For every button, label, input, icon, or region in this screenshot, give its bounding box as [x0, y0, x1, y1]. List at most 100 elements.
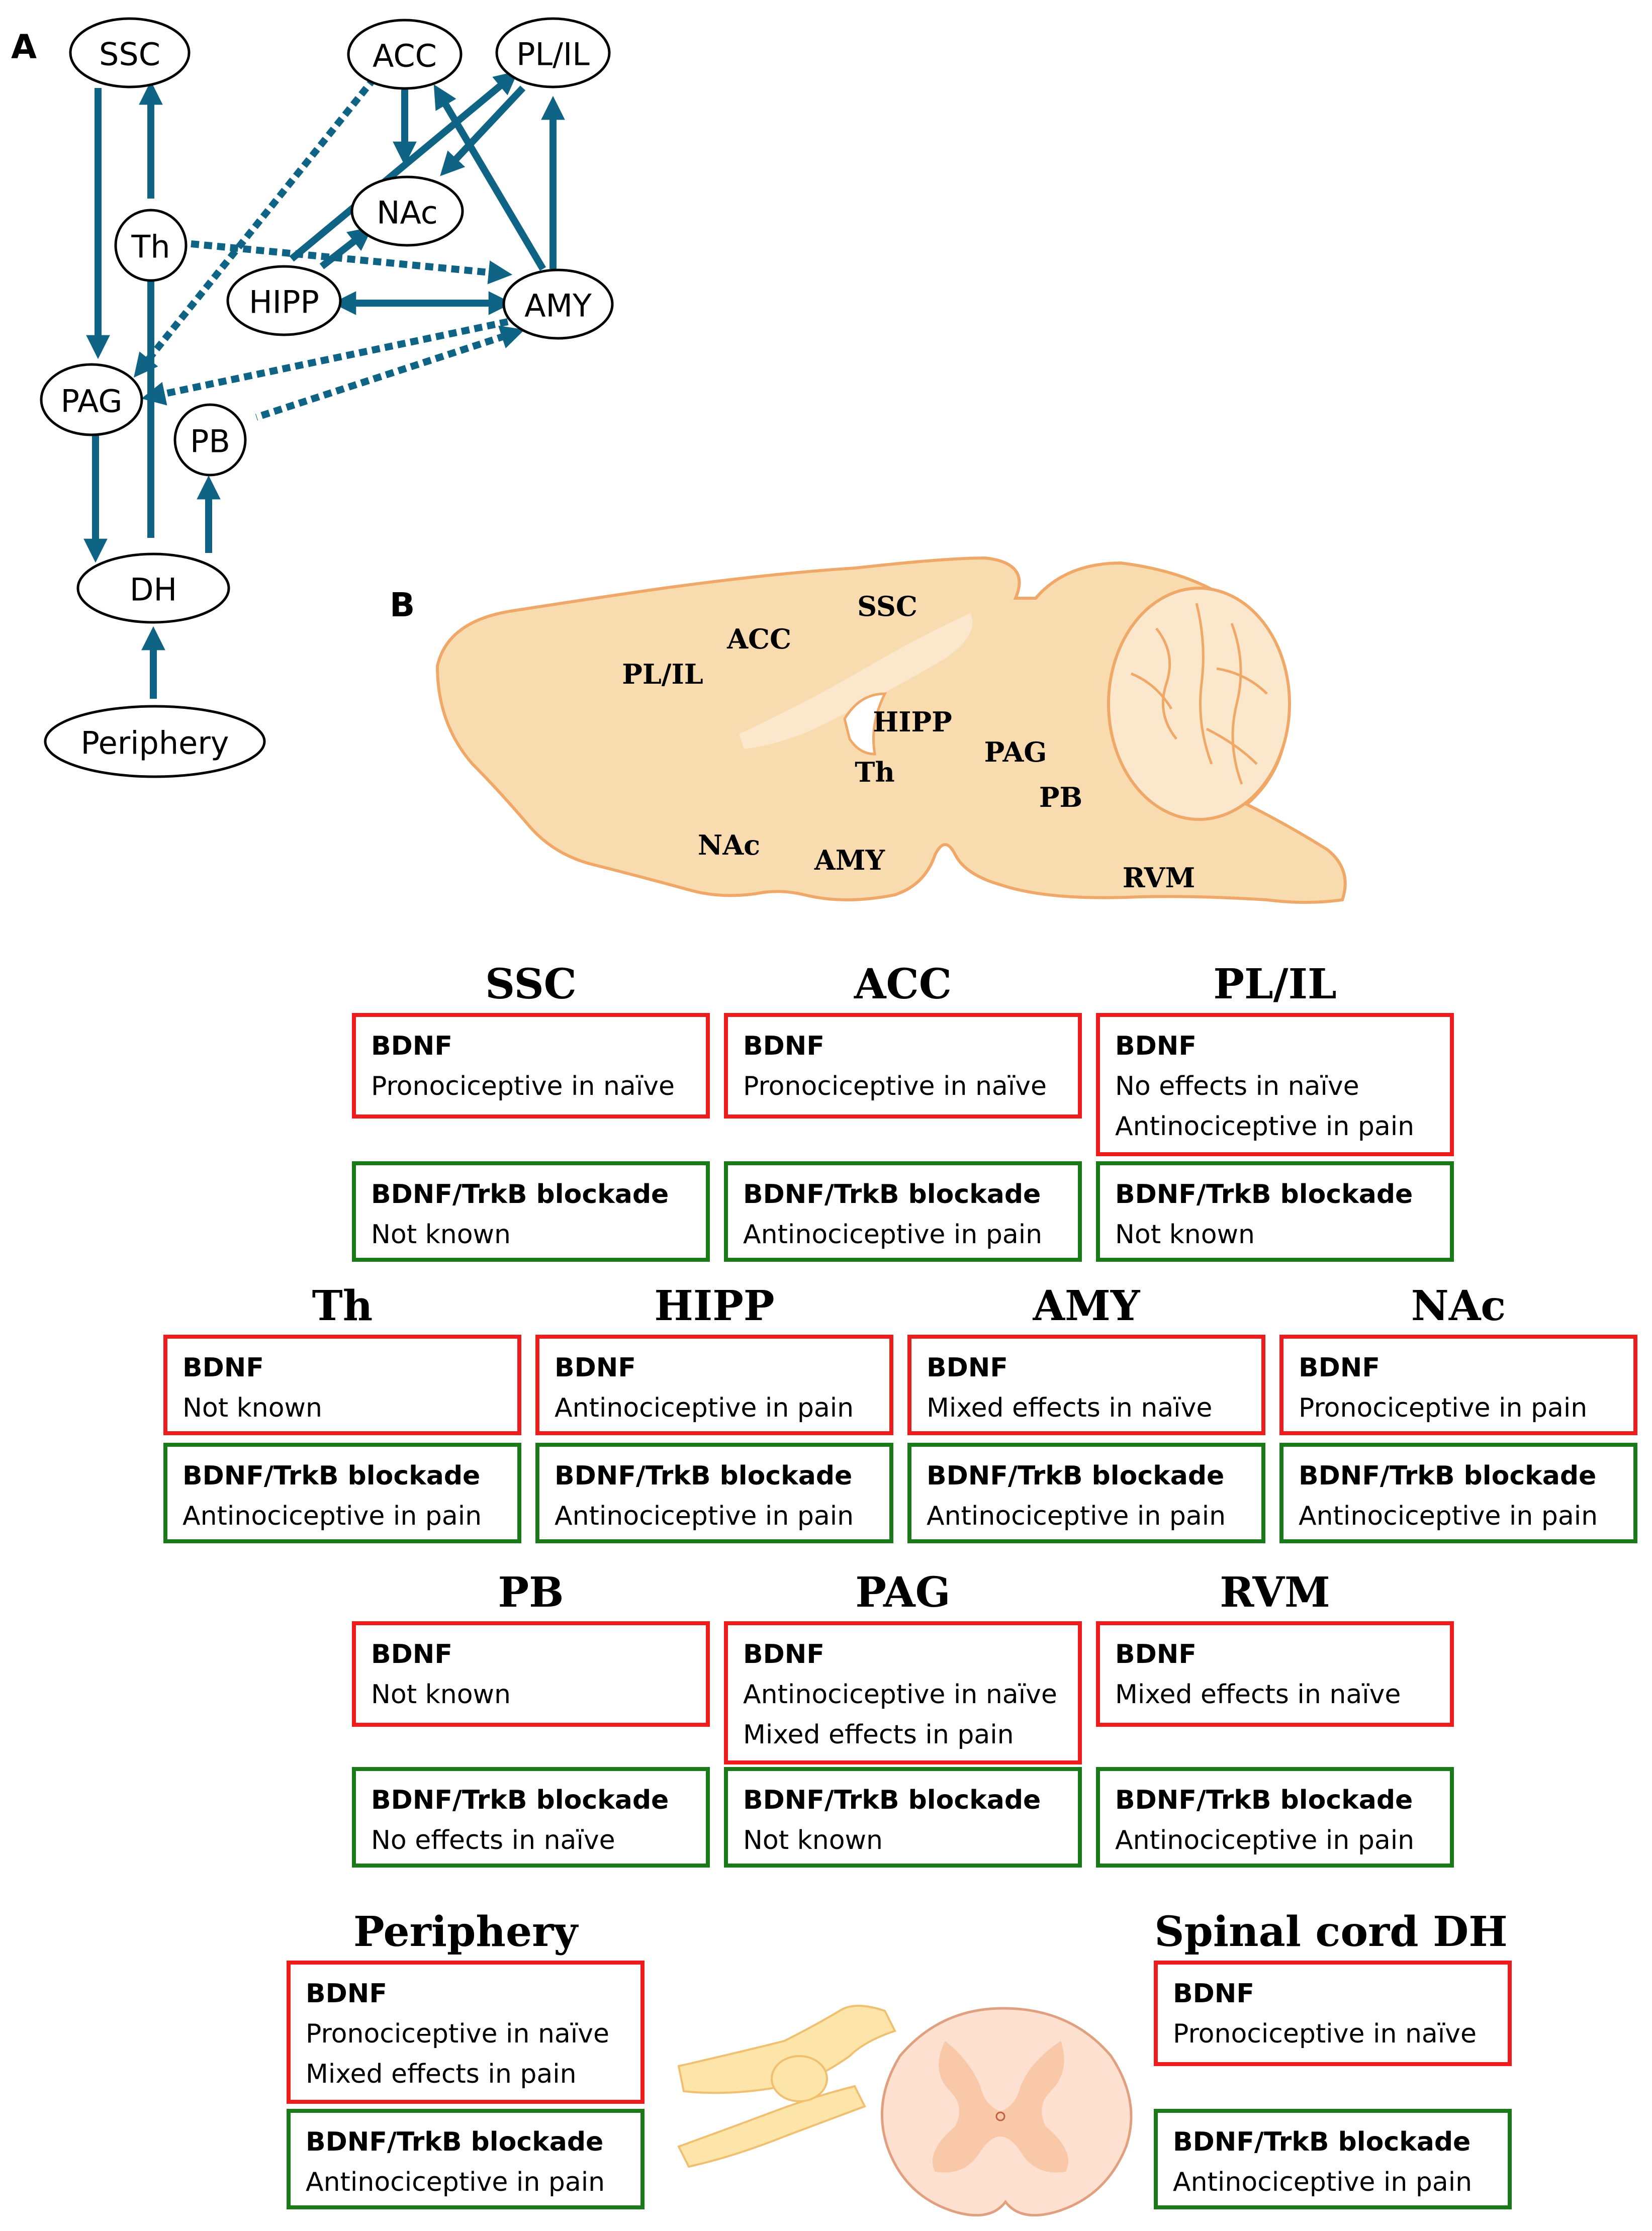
panel-b-label: B	[390, 586, 415, 624]
region-title-nac: NAc	[1411, 1282, 1506, 1330]
box-line: Antinociceptive in pain	[555, 1501, 854, 1531]
node-pb	[173, 403, 247, 477]
box-line: Not known	[1115, 1220, 1255, 1250]
label-ssc: SSC	[99, 36, 160, 73]
pag-blockade-box: BDNF/TrkB blockade Not known	[724, 1767, 1082, 1868]
dorsal-root-ganglion	[771, 2055, 828, 2102]
node-plil	[495, 17, 611, 88]
pb-bdnf-box: BDNF Not known	[352, 1621, 710, 1727]
region-title-th: Th	[312, 1282, 373, 1330]
region-title-rvm: RVM	[1220, 1568, 1330, 1617]
label-th: Th	[131, 229, 170, 265]
box-heading: BDNF/TrkB blockade	[371, 1785, 669, 1815]
box-line: Mixed effects in naïve	[1115, 1680, 1401, 1710]
box-heading: BDNF/TrkB blockade	[306, 2127, 604, 2157]
box-line: Pronociceptive in pain	[1299, 1393, 1588, 1423]
label-plil: PL/IL	[516, 36, 590, 73]
region-title-acc: ACC	[854, 960, 952, 1008]
box-heading: BDNF/TrkB blockade	[371, 1179, 669, 1210]
node-amy	[502, 268, 614, 340]
label-dh: DH	[130, 572, 177, 608]
box-line: Mixed effects in pain	[743, 1720, 1014, 1750]
box-line: Antinociceptive in naïve	[743, 1680, 1057, 1710]
brain-label-ssc: SSC	[857, 590, 917, 622]
arrow-amy-to-acc	[433, 84, 546, 271]
box-line: Not known	[743, 1825, 883, 1855]
label-amy: AMY	[524, 288, 592, 324]
amy-blockade-box: BDNF/TrkB blockade Antinociceptive in pa…	[907, 1443, 1265, 1543]
periphery-bdnf-box: BDNF Pronociceptive in naïve Mixed effec…	[287, 1961, 645, 2104]
box-line: Not known	[371, 1680, 511, 1710]
label-nac: NAc	[377, 195, 438, 231]
ssc-blockade-box: BDNF/TrkB blockade Not known	[352, 1161, 710, 1262]
rvm-bdnf-box: BDNF Mixed effects in naïve	[1096, 1621, 1454, 1727]
arrow-plil-to-nac	[440, 85, 526, 176]
brain-ventricle	[843, 692, 887, 756]
box-heading: BDNF/TrkB blockade	[182, 1461, 481, 1491]
dh-blockade-box: BDNF/TrkB blockade Antinociceptive in pa…	[1154, 2109, 1512, 2209]
circuit-nodes	[40, 17, 614, 778]
brain-label-amy: AMY	[814, 844, 886, 876]
region-title-plil: PL/IL	[1213, 960, 1337, 1008]
nac-blockade-box: BDNF/TrkB blockade Antinociceptive in pa…	[1279, 1443, 1637, 1543]
brain-label-pb: PB	[1039, 781, 1082, 813]
box-heading: BDNF/TrkB blockade	[927, 1461, 1225, 1491]
box-line: Mixed effects in naïve	[927, 1393, 1213, 1423]
brain-label-th: Th	[855, 756, 894, 788]
node-acc	[347, 19, 463, 90]
amy-bdnf-box: BDNF Mixed effects in naïve	[907, 1335, 1265, 1435]
box-line: Antinociceptive in pain	[1173, 2167, 1473, 2197]
box-line: Mixed effects in pain	[306, 2059, 577, 2089]
brain-label-rvm: RVM	[1123, 862, 1196, 894]
brain-illustration: SSC ACC PL/IL HIPP Th PAG PB NAc AMY RVM	[435, 556, 1347, 904]
box-heading: BDNF	[1173, 1979, 1254, 2009]
brain-label-pag: PAG	[984, 736, 1047, 768]
label-pb: PB	[190, 423, 230, 460]
box-heading: BDNF/TrkB blockade	[743, 1785, 1041, 1815]
box-line: Not known	[182, 1393, 323, 1423]
box-heading: BDNF	[743, 1639, 824, 1669]
box-line: Pronociceptive in naïve	[306, 2019, 609, 2049]
pb-blockade-box: BDNF/TrkB blockade No effects in naïve	[352, 1767, 710, 1868]
region-title-periphery: Periphery	[353, 1908, 578, 1956]
box-heading: BDNF/TrkB blockade	[1299, 1461, 1597, 1491]
region-title-hipp: HIPP	[654, 1282, 775, 1330]
panel-a-label: A	[11, 28, 37, 66]
dashed-pb-to-amy	[255, 325, 525, 421]
box-heading: BDNF	[182, 1353, 264, 1383]
box-line: Antinociceptive in pain	[1115, 1825, 1415, 1855]
dh-bdnf-box: BDNF Pronociceptive in naïve	[1154, 1961, 1512, 2066]
brain-label-acc: ACC	[726, 623, 791, 655]
box-heading: BDNF/TrkB blockade	[1173, 2127, 1471, 2157]
cerebellum-folds	[1131, 603, 1268, 785]
region-title-pb: PB	[498, 1568, 564, 1617]
hipp-bdnf-box: BDNF Antinociceptive in pain	[535, 1335, 893, 1435]
region-title-amy: AMY	[1033, 1282, 1140, 1330]
th-blockade-box: BDNF/TrkB blockade Antinociceptive in pa…	[163, 1443, 521, 1543]
arrow-hipp-to-plil	[289, 70, 518, 262]
dorsal-root	[677, 2005, 896, 2094]
node-dh	[76, 552, 230, 624]
label-pag: PAG	[61, 383, 123, 420]
box-heading: BDNF	[743, 1031, 824, 1061]
box-heading: BDNF	[1115, 1031, 1197, 1061]
label-acc: ACC	[373, 38, 437, 74]
brain-region-labels: SSC ACC PL/IL HIPP Th PAG PB NAc AMY RVM	[622, 590, 1195, 894]
box-line: Antinociceptive in pain	[555, 1393, 854, 1423]
dashed-connections	[134, 75, 525, 421]
box-line: Antinociceptive in pain	[306, 2167, 605, 2197]
acc-bdnf-box: BDNF Pronociceptive in naïve	[724, 1013, 1082, 1119]
spinal-cord-illustration	[677, 2005, 1133, 2217]
brain-label-plil: PL/IL	[622, 658, 703, 690]
ssc-bdnf-box: BDNF Pronociceptive in naïve	[352, 1013, 710, 1119]
box-heading: BDNF/TrkB blockade	[1115, 1785, 1413, 1815]
box-heading: BDNF	[927, 1353, 1008, 1383]
nac-bdnf-box: BDNF Pronociceptive in pain	[1279, 1335, 1637, 1435]
dashed-th-to-amy	[191, 240, 513, 285]
th-bdnf-box: BDNF Not known	[163, 1335, 521, 1435]
periphery-blockade-box: BDNF/TrkB blockade Antinociceptive in pa…	[287, 2109, 645, 2209]
acc-blockade-box: BDNF/TrkB blockade Antinociceptive in pa…	[724, 1161, 1082, 1262]
box-heading: BDNF/TrkB blockade	[555, 1461, 853, 1491]
node-th	[114, 209, 188, 282]
